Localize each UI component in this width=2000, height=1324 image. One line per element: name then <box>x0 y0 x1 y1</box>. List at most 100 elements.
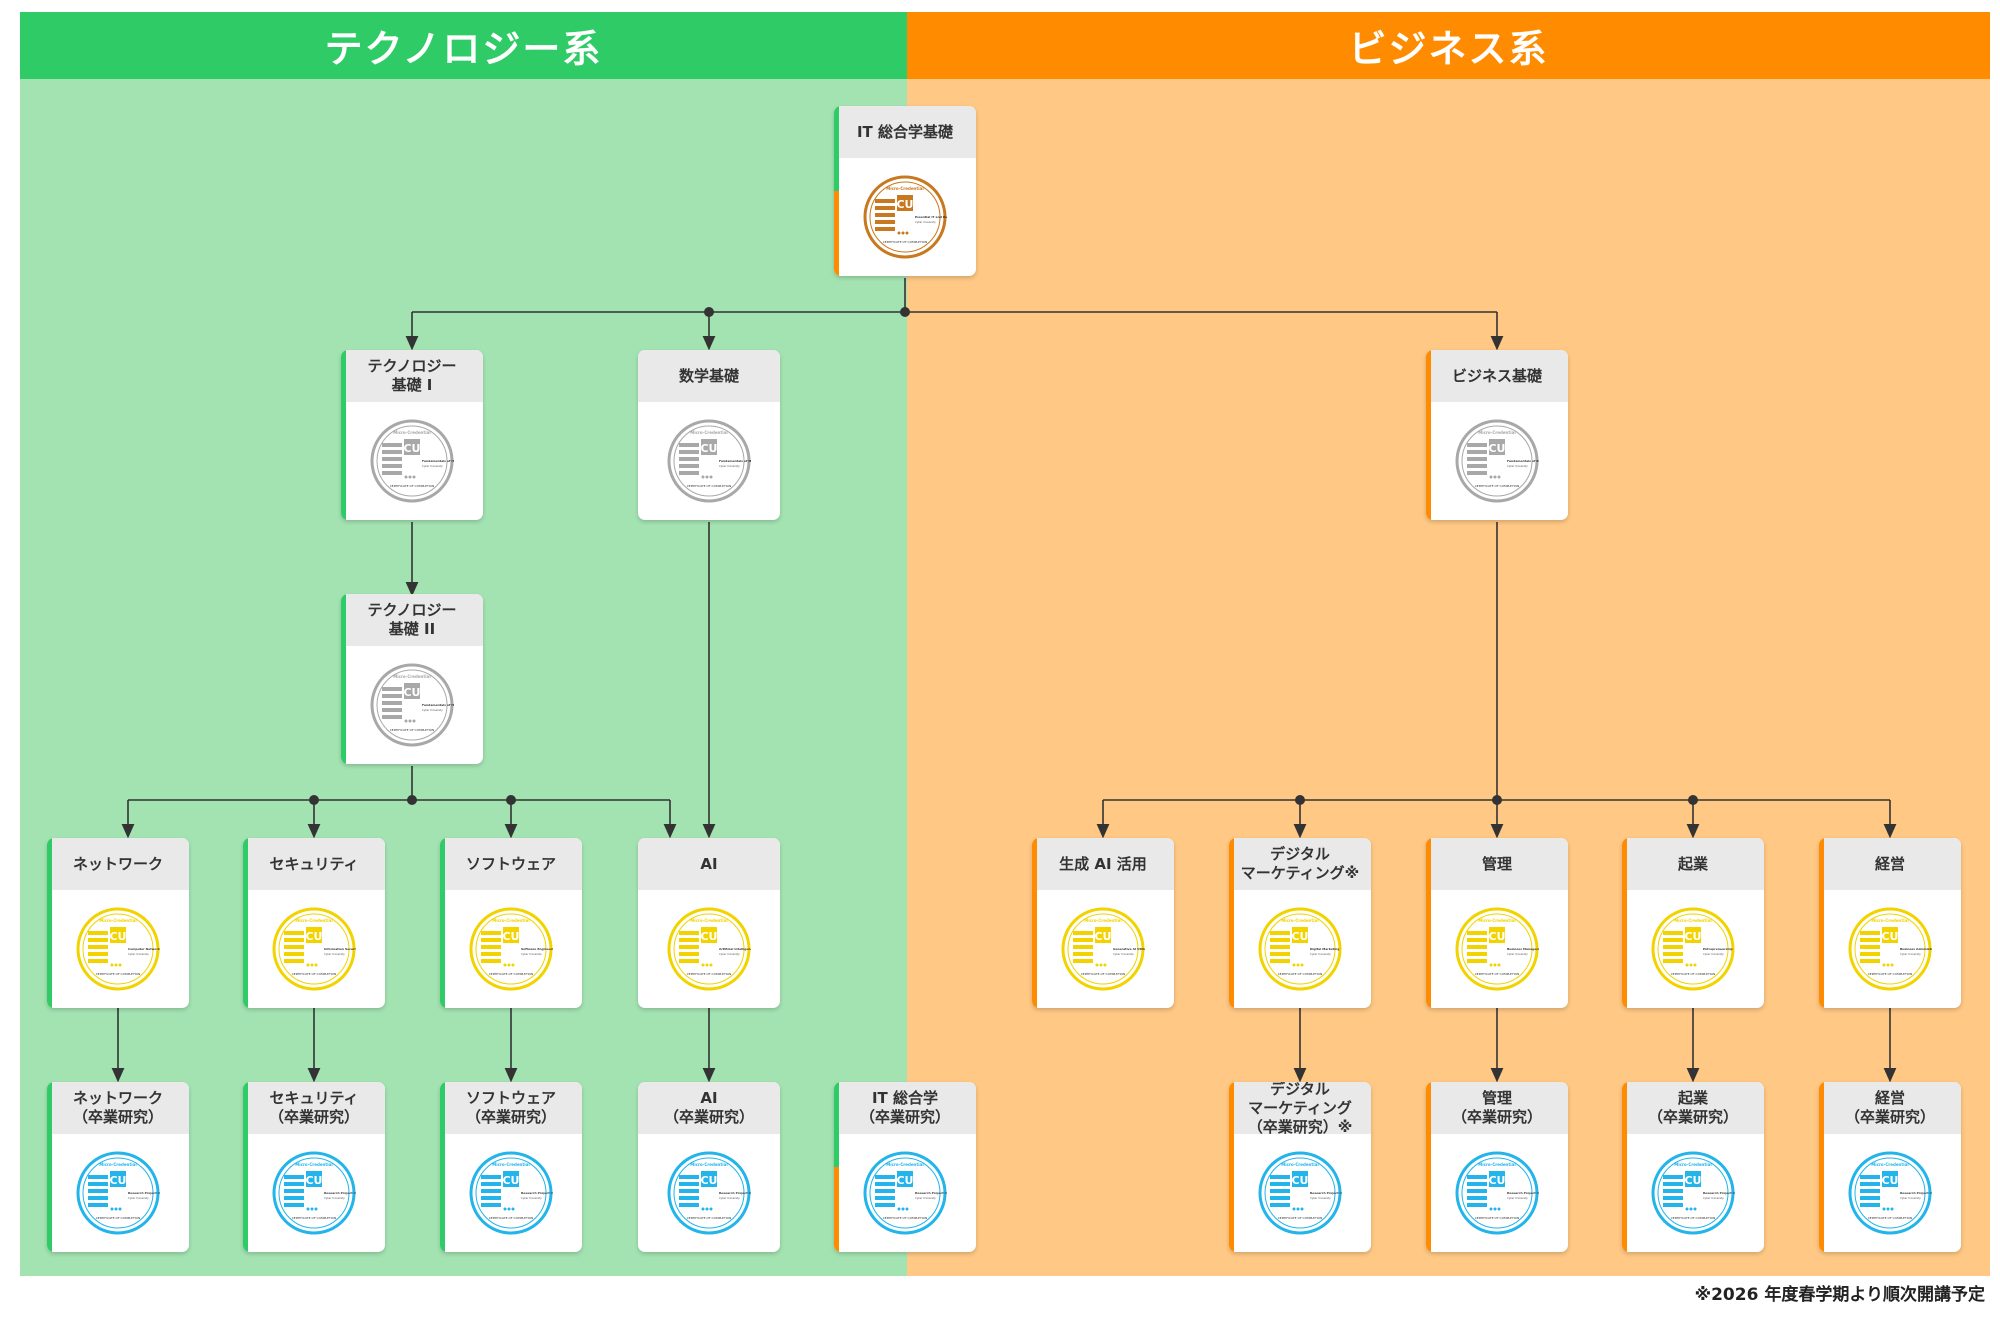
svg-text:CU: CU <box>896 198 913 211</box>
category-stripe <box>341 594 346 764</box>
svg-text:Micro-Credential: Micro-Credential <box>393 674 431 679</box>
business-zone <box>907 12 1990 1276</box>
svg-text:CU: CU <box>502 1174 519 1187</box>
svg-text:Generative AI Utilization: Generative AI Utilization <box>1113 947 1145 951</box>
svg-text:Micro-Credential: Micro-Credential <box>393 430 431 435</box>
course-title: 起業 （卒業研究） <box>1622 1082 1764 1134</box>
svg-text:Entrepreneurship: Entrepreneurship <box>1703 947 1734 951</box>
svg-text:Business Management: Business Management <box>1507 947 1539 951</box>
svg-text:Research Project in Business M: Research Project in Business Management <box>1507 1191 1539 1195</box>
course-title: 起業 <box>1622 838 1764 890</box>
svg-text:Cyber University: Cyber University <box>1310 1196 1331 1200</box>
svg-text:CU: CU <box>1094 930 1111 943</box>
svg-text:Cyber University: Cyber University <box>1900 1196 1921 1200</box>
svg-text:CU: CU <box>305 930 322 943</box>
svg-text:Cyber University: Cyber University <box>1507 1196 1528 1200</box>
svg-text:CERTIFICATE OF COMPLETION: CERTIFICATE OF COMPLETION <box>96 1216 141 1220</box>
svg-text:CERTIFICATE OF COMPLETION: CERTIFICATE OF COMPLETION <box>390 484 435 488</box>
course-title: AI <box>638 838 780 890</box>
svg-text:Cyber University: Cyber University <box>521 952 542 956</box>
svg-text:CERTIFICATE OF COMPLETION: CERTIFICATE OF COMPLETION <box>1475 484 1520 488</box>
svg-text:Research Project in Informatio: Research Project in Information Security <box>324 1191 356 1195</box>
credential-badge-icon: CUMicro-CredentialEntrepreneurshipCyber … <box>1651 907 1735 991</box>
svg-text:Cyber University: Cyber University <box>324 952 345 956</box>
course-title: IT 総合学基礎 <box>834 106 976 158</box>
svg-text:Cyber University: Cyber University <box>422 708 443 712</box>
svg-text:Research Project in IT and Bus: Research Project in IT and Business <box>915 1191 947 1195</box>
svg-text:CERTIFICATE OF COMPLETION: CERTIFICATE OF COMPLETION <box>489 972 534 976</box>
svg-text:CU: CU <box>403 686 420 699</box>
svg-text:CU: CU <box>700 442 717 455</box>
category-stripe <box>243 1082 248 1252</box>
svg-text:CU: CU <box>1291 1174 1308 1187</box>
svg-text:Cyber University: Cyber University <box>915 1196 936 1200</box>
svg-text:Cyber University: Cyber University <box>1507 952 1528 956</box>
svg-text:CERTIFICATE OF COMPLETION: CERTIFICATE OF COMPLETION <box>687 484 732 488</box>
svg-text:Research Project in Entreprene: Research Project in Entrepreneurship <box>1703 1191 1735 1195</box>
svg-text:Micro-Credential: Micro-Credential <box>295 918 333 923</box>
course-title: セキュリティ （卒業研究） <box>243 1082 385 1134</box>
svg-text:Micro-Credential: Micro-Credential <box>1478 1162 1516 1167</box>
category-stripe <box>1819 838 1824 1008</box>
svg-text:CU: CU <box>1488 442 1505 455</box>
course-title: ビジネス基礎 <box>1426 350 1568 402</box>
svg-text:CU: CU <box>109 1174 126 1187</box>
svg-text:CU: CU <box>109 930 126 943</box>
svg-text:CU: CU <box>1881 930 1898 943</box>
svg-text:CERTIFICATE OF COMPLETION: CERTIFICATE OF COMPLETION <box>1278 972 1323 976</box>
category-stripe <box>1229 838 1234 1008</box>
course-title: 管理 <box>1426 838 1568 890</box>
svg-text:Business Administration: Business Administration <box>1900 947 1932 951</box>
svg-text:Micro-Credential: Micro-Credential <box>1871 918 1909 923</box>
svg-text:Fundamentals of Mathematics: Fundamentals of Mathematics <box>719 459 751 463</box>
svg-text:Micro-Credential: Micro-Credential <box>99 918 137 923</box>
svg-text:CERTIFICATE OF COMPLETION: CERTIFICATE OF COMPLETION <box>1671 1216 1716 1220</box>
svg-text:Cyber University: Cyber University <box>719 464 740 468</box>
category-stripe <box>440 1082 445 1252</box>
svg-text:CERTIFICATE OF COMPLETION: CERTIFICATE OF COMPLETION <box>1671 972 1716 976</box>
svg-text:CU: CU <box>896 1174 913 1187</box>
svg-text:Micro-Credential: Micro-Credential <box>1871 1162 1909 1167</box>
svg-text:CERTIFICATE OF COMPLETION: CERTIFICATE OF COMPLETION <box>292 1216 337 1220</box>
svg-text:Micro-Credential: Micro-Credential <box>1281 918 1319 923</box>
svg-text:Software Engineering: Software Engineering <box>521 947 553 951</box>
svg-text:CU: CU <box>403 442 420 455</box>
svg-text:CERTIFICATE OF COMPLETION: CERTIFICATE OF COMPLETION <box>1868 972 1913 976</box>
svg-text:Cyber University: Cyber University <box>719 1196 740 1200</box>
